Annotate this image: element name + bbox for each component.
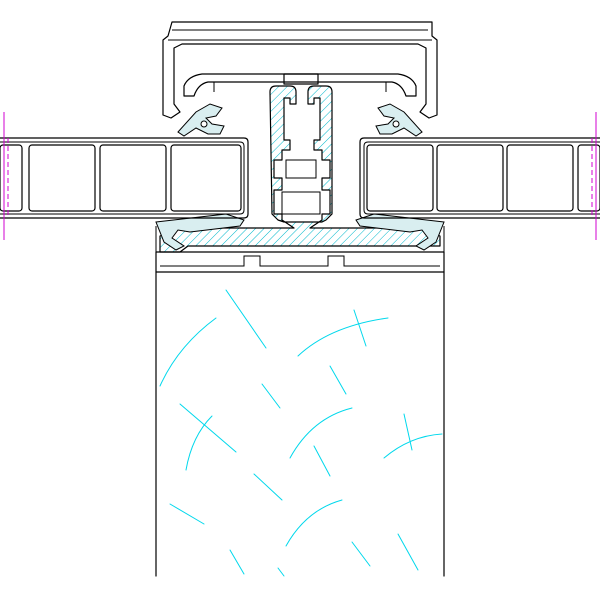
base-profile [155, 226, 445, 273]
left-multiwall-sheet [0, 137, 249, 219]
right-upper-gasket [375, 103, 423, 137]
right-section-break [591, 112, 597, 240]
right-multiwall-sheet [359, 137, 600, 219]
left-section-break [3, 112, 9, 240]
top-capping-profile [162, 21, 438, 119]
timber-grain-marks [159, 289, 443, 577]
timber-rafter [155, 271, 445, 577]
left-upper-gasket [177, 103, 225, 137]
